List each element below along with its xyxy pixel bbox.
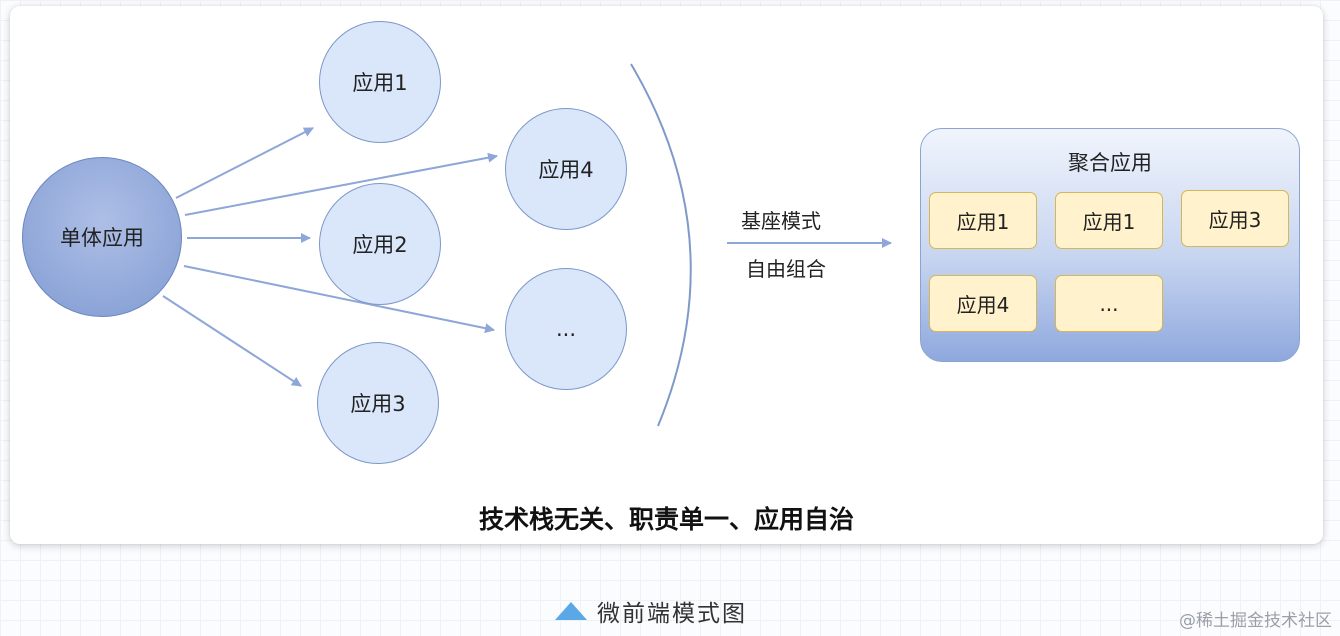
aggregate-app-container: 聚合应用 应用1 应用1 应用3 应用4 ...: [920, 128, 1300, 362]
figure-caption: 微前端模式图: [555, 594, 747, 628]
watermark: @稀土掘金技术社区: [1179, 611, 1332, 631]
aggregate-app-title: 聚合应用: [1068, 151, 1152, 175]
app-node-1: 应用1: [319, 21, 441, 143]
figure-caption-text: 微前端模式图: [597, 601, 747, 627]
arrow-to-app3: [162, 295, 302, 387]
app-node-ellipsis: ...: [505, 268, 627, 390]
app-node-3: 应用3: [317, 342, 439, 464]
aggregate-item-label: 应用4: [956, 293, 1010, 317]
aggregate-item-label: 应用1: [956, 210, 1010, 234]
aggregate-item: 应用1: [1055, 192, 1163, 249]
aggregate-item: 应用4: [929, 275, 1037, 332]
edge-label-free-combination: 自由组合: [746, 257, 826, 281]
app-node-label: ...: [555, 317, 577, 341]
grouping-arc: [630, 63, 692, 427]
app-node-label: 应用4: [538, 158, 594, 182]
aggregate-item-label: 应用3: [1208, 208, 1262, 232]
app-node-label: 应用3: [350, 392, 406, 416]
app-node-2: 应用2: [319, 183, 441, 305]
app-node-label: 应用2: [352, 233, 408, 257]
aggregate-item: 应用3: [1181, 190, 1289, 247]
arrow-to-app4: [184, 152, 498, 216]
arrow-to-ellipsis: [183, 265, 495, 334]
monolith-node-label: 单体应用: [60, 226, 144, 250]
app-node-label: 应用1: [352, 71, 408, 95]
app-node-4: 应用4: [505, 108, 627, 230]
aggregate-item-label: ...: [1099, 291, 1119, 316]
aggregate-item-label: 应用1: [1082, 210, 1136, 234]
edge-label-base-mode: 基座模式: [741, 209, 821, 233]
diagram-caption: 技术栈无关、职责单一、应用自治: [478, 505, 854, 534]
arrow-to-app1: [175, 127, 314, 199]
triangle-up-icon: [555, 602, 587, 620]
monolith-node: 单体应用: [22, 157, 182, 317]
aggregate-item: ...: [1055, 275, 1163, 332]
aggregate-item: 应用1: [929, 192, 1037, 249]
